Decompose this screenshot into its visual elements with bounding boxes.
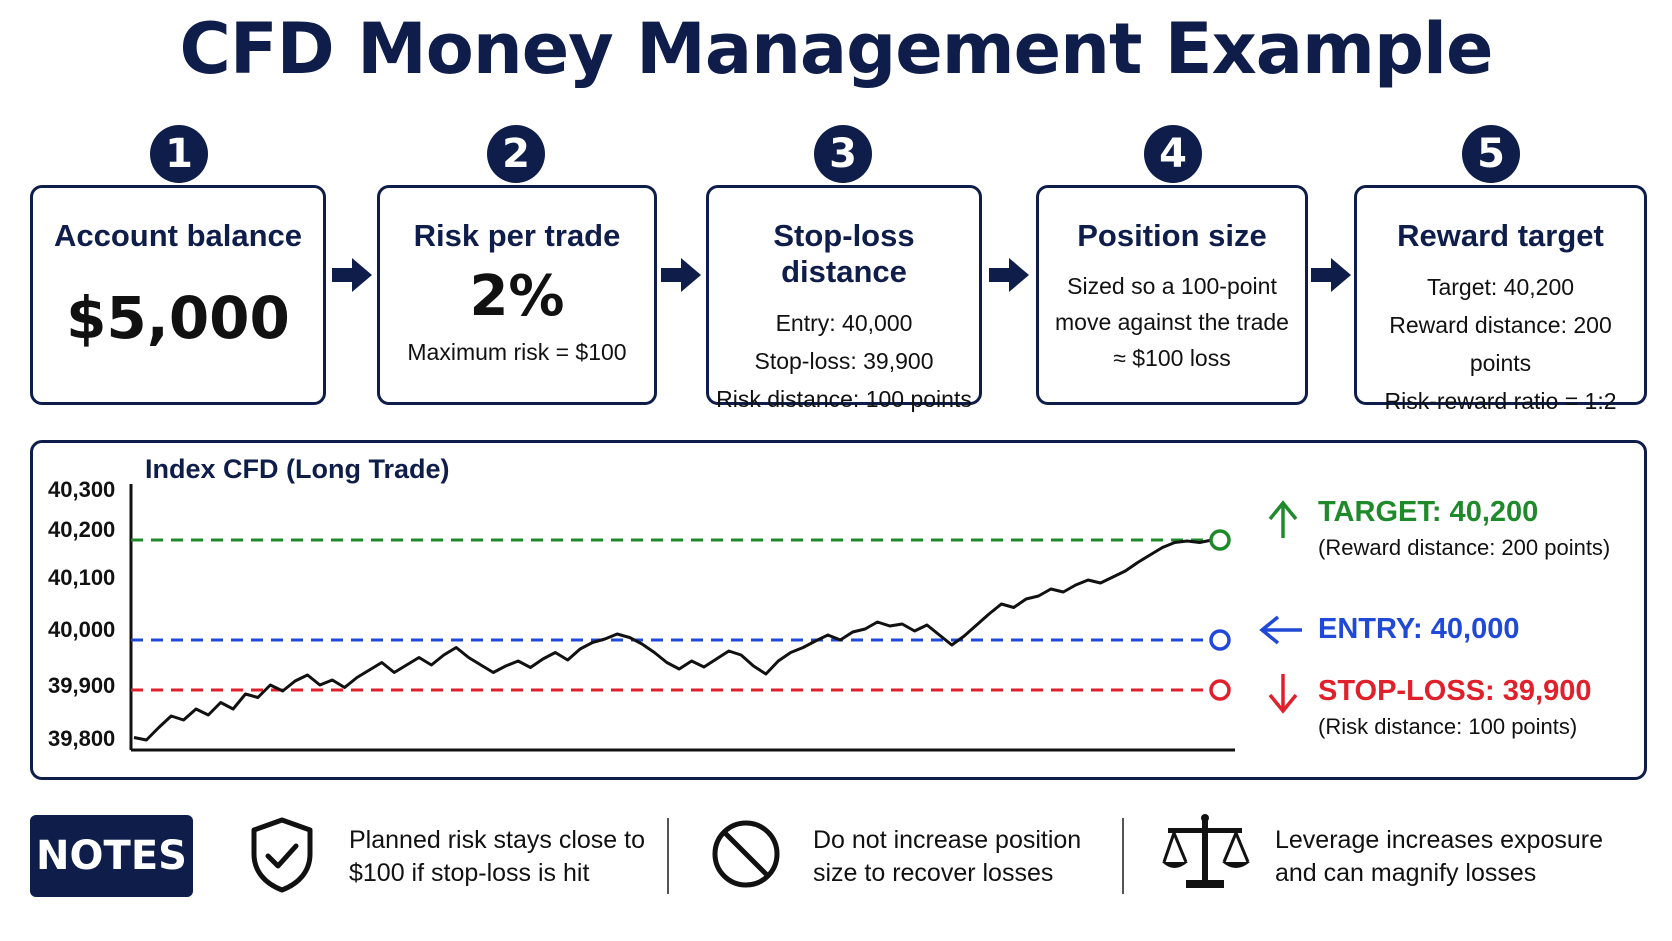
stop-loss-label: STOP-LOSS: 39,900: [1318, 675, 1592, 707]
note-text: Leverage increases exposure and can magn…: [1275, 826, 1603, 887]
step-title: Account balance: [53, 218, 303, 253]
step-line: Entry: 40,000: [775, 310, 913, 336]
step-line: Reward distance: 200 points: [1389, 312, 1612, 376]
step-value: 2%: [469, 264, 565, 329]
step-card-position-size: Position size Sized so a 100-point move …: [1036, 185, 1308, 405]
y-tick-label: 40,100: [48, 565, 116, 590]
step-title: Position size: [1077, 218, 1267, 253]
y-tick-label: 39,800: [48, 726, 116, 751]
notes-divider: [1122, 818, 1124, 894]
step-card-stop-loss-distance: Stop-loss distance Entry: 40,000 Stop-lo…: [706, 185, 982, 412]
step-line: Risk-reward ratio = 1:2: [1384, 388, 1617, 414]
arrow-down-icon: [1268, 674, 1298, 714]
notes-badge: NOTES: [30, 815, 193, 897]
prohibited-icon: [712, 820, 780, 888]
note-text: Do not increase position size to recover…: [813, 826, 1082, 887]
step-2-badge: 2: [487, 125, 545, 183]
arrow-right-icon: [332, 258, 372, 292]
entry-label: ENTRY: 40,000: [1318, 613, 1520, 645]
step-5-badge: 5: [1462, 125, 1520, 183]
step-line: ≈ $100 loss: [1113, 345, 1231, 371]
shield-check-icon: [251, 817, 313, 893]
step-card-account-balance: Account balance $5,000: [30, 185, 326, 405]
step-title: Reward target: [1397, 218, 1604, 253]
balance-scale-icon: [1162, 814, 1250, 888]
note-text: Planned risk stays close to $100 if stop…: [349, 826, 645, 887]
stop-loss-marker: [1209, 679, 1231, 701]
step-card-risk-per-trade: Risk per trade 2% Maximum risk = $100: [377, 185, 657, 405]
step-line: Risk distance: 100 points: [716, 386, 972, 412]
step-3-badge: 3: [814, 125, 872, 183]
step-card-reward-target: Reward target Target: 40,200 Reward dist…: [1354, 185, 1647, 414]
price-series-line: [133, 538, 1213, 742]
arrow-right-icon: [661, 258, 701, 292]
target-sublabel: (Reward distance: 200 points): [1318, 535, 1611, 560]
arrow-right-icon: [989, 258, 1029, 292]
y-tick-label: 40,000: [48, 617, 116, 642]
step-value: $5,000: [66, 284, 290, 352]
chart-title: Index CFD (Long Trade): [145, 454, 450, 484]
y-tick-label: 40,300: [48, 477, 116, 502]
step-4-badge: 4: [1144, 125, 1202, 183]
target-label: TARGET: 40,200: [1318, 496, 1539, 528]
step-line: Stop-loss: 39,900: [754, 348, 934, 374]
arrow-left-icon: [1259, 615, 1302, 645]
target-marker: [1209, 529, 1231, 551]
arrow-up-icon: [1268, 500, 1298, 538]
step-title: Stop-loss distance: [773, 218, 915, 289]
notes-divider: [667, 818, 669, 894]
arrow-right-icon: [1311, 258, 1351, 292]
chart-panel: [30, 440, 1647, 780]
entry-marker: [1209, 629, 1231, 651]
step-line: Sized so a 100-point: [1067, 273, 1277, 299]
y-tick-label: 39,900: [48, 673, 116, 698]
y-tick-label: 40,200: [48, 517, 116, 542]
step-line: Target: 40,200: [1426, 274, 1575, 300]
page-title: CFD Money Management Example: [179, 8, 1493, 90]
stop-loss-sublabel: (Risk distance: 100 points): [1318, 714, 1578, 739]
step-detail: Maximum risk = $100: [407, 339, 627, 365]
step-title: Risk per trade: [413, 218, 621, 253]
step-1-badge: 1: [150, 125, 208, 183]
step-line: move against the trade: [1055, 309, 1289, 335]
